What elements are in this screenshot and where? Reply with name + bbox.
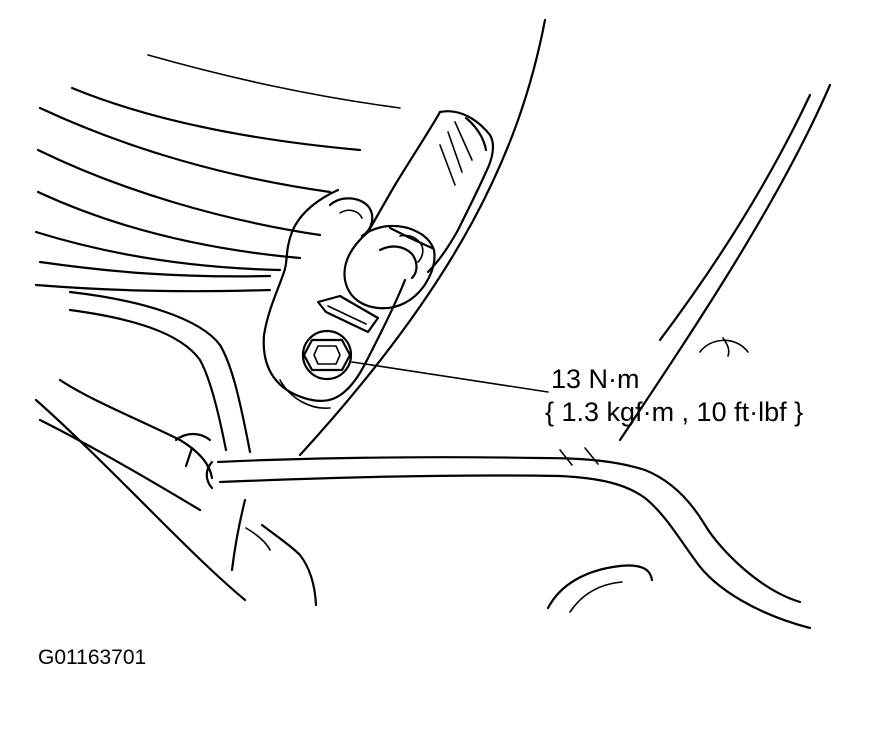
- lower-housing: [205, 447, 812, 630]
- bracket-lines: [34, 398, 271, 602]
- figure-code: G01163701: [38, 646, 147, 669]
- torque-callout-alternate-units: { 1.3 kgf·m , 10 ft·lbf }: [545, 397, 804, 427]
- sensor-assembly: [262, 110, 495, 409]
- cavity-outline: [38, 290, 252, 512]
- torque-callout-value: 13 N·m: [551, 364, 640, 394]
- hose-lines: [34, 54, 401, 293]
- torque-leader-line: [351, 361, 549, 393]
- engine-block-edges: [298, 18, 832, 457]
